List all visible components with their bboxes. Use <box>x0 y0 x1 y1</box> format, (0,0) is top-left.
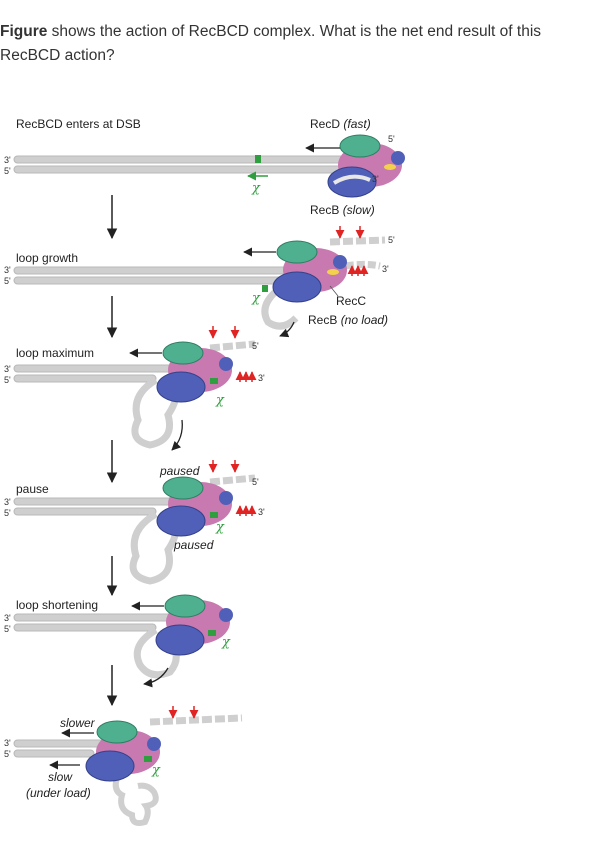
loop-direction-arrow <box>143 667 169 688</box>
recc-pointer <box>329 285 339 297</box>
recbcd-complex <box>272 240 347 303</box>
ssdna-loop <box>261 285 299 330</box>
ssdna-loop <box>129 510 180 585</box>
chi-symbol: χ <box>151 763 161 778</box>
end-5prime-top: 5' <box>388 235 395 245</box>
label-under-load: (under load) <box>26 786 91 800</box>
end-5prime: 5' <box>4 166 11 176</box>
recbcd-complex <box>156 476 233 537</box>
nuclease-cuts <box>335 226 369 276</box>
label-maximum: loop maximum <box>16 346 94 360</box>
end-5prime-top: 5' <box>252 477 259 487</box>
label-recd: RecD (fast) <box>310 117 371 131</box>
chi-symbol: χ <box>251 291 261 306</box>
end-3prime-inner: 3' <box>372 174 379 184</box>
chi-symbol: χ <box>215 393 225 408</box>
chi-symbol: χ <box>215 520 225 535</box>
end-3prime: 3' <box>4 738 11 748</box>
recbcd-complex <box>85 720 161 782</box>
ssdna-5prime-tail <box>329 236 386 246</box>
label-paused-top: paused <box>159 464 200 478</box>
loop-direction-arrow <box>279 321 295 338</box>
end-5prime: 5' <box>4 749 11 759</box>
recbcd-complex <box>156 341 233 403</box>
stage-pause: pause 3' 5' χ paused paused 5' 3' <box>4 460 265 585</box>
label-slow: slow <box>48 770 73 784</box>
dna-bottom-strand <box>13 374 157 383</box>
question-body: shows the action of RecBCD complex. What… <box>0 23 542 64</box>
end-3prime-top: 3' <box>258 373 265 383</box>
nuclease-cuts <box>168 706 199 719</box>
label-recc: RecC <box>336 294 366 308</box>
recbcd-complex <box>155 594 233 656</box>
end-3prime-top: 3' <box>382 264 389 274</box>
end-3prime-top: 3' <box>258 507 265 517</box>
label-recb: RecB (slow) <box>310 203 375 217</box>
end-5prime: 5' <box>4 508 11 518</box>
dna-bottom-strand <box>13 623 157 632</box>
dna-bottom-strand <box>13 276 285 285</box>
question-text: Figure shows the action of RecBCD comple… <box>0 20 600 68</box>
end-3prime: 3' <box>4 497 11 507</box>
dna-top-strand <box>13 497 185 506</box>
dna-top-strand <box>13 364 185 373</box>
end-3prime: 3' <box>4 364 11 374</box>
label-shortening: loop shortening <box>16 598 98 612</box>
label-enter: RecBCD enters at DSB <box>16 117 141 131</box>
ssdna-coils <box>112 773 159 827</box>
stage-enter: RecBCD enters at DSB 3' 5' χ RecD (fast)… <box>4 117 405 217</box>
end-5prime-top: 5' <box>388 134 395 144</box>
stage-final: 3' 5' χ slower slow (under load) <box>4 706 243 827</box>
end-5prime-top: 5' <box>252 341 259 351</box>
end-5prime: 5' <box>4 276 11 286</box>
dna-top-strand <box>13 266 315 275</box>
label-recb-noload: RecB (no load) <box>308 313 388 327</box>
dna-top-strand <box>13 613 185 622</box>
end-3prime: 3' <box>4 155 11 165</box>
end-5prime: 5' <box>4 624 11 634</box>
chi-site: χ <box>251 285 268 306</box>
chi-site: χ <box>247 155 268 196</box>
dna-duplex <box>13 155 385 174</box>
label-slower: slower <box>60 716 96 730</box>
label-paused-bottom: paused <box>173 538 214 552</box>
figure-word: Figure <box>0 23 48 40</box>
ssdna-5prime-tail <box>209 474 256 486</box>
ssdna-3prime-tail <box>149 714 243 726</box>
chi-symbol: χ <box>221 635 231 650</box>
stage-maximum: loop maximum 3' 5' χ 5' 3' <box>4 326 265 451</box>
chi-symbol: χ <box>251 181 261 196</box>
dna-bottom-strand <box>13 749 95 758</box>
end-3prime: 3' <box>4 613 11 623</box>
stage-shortening: loop shortening 3' 5' χ <box>4 594 233 688</box>
label-pause: pause <box>16 482 49 496</box>
end-3prime: 3' <box>4 265 11 275</box>
ssdna-loop <box>133 626 180 679</box>
stage-growth: loop growth 3' 5' χ 5' 3' R <box>4 226 395 338</box>
end-5prime: 5' <box>4 375 11 385</box>
dna-bottom-strand <box>13 507 157 516</box>
recbcd-complex <box>327 134 405 198</box>
nuclease-cuts <box>208 326 257 382</box>
nuclease-cuts <box>208 460 257 516</box>
ssdna-loop <box>131 376 180 449</box>
label-growth: loop growth <box>16 251 78 265</box>
ssdna-5prime-tail <box>209 340 256 352</box>
loop-direction-arrow <box>171 419 183 451</box>
